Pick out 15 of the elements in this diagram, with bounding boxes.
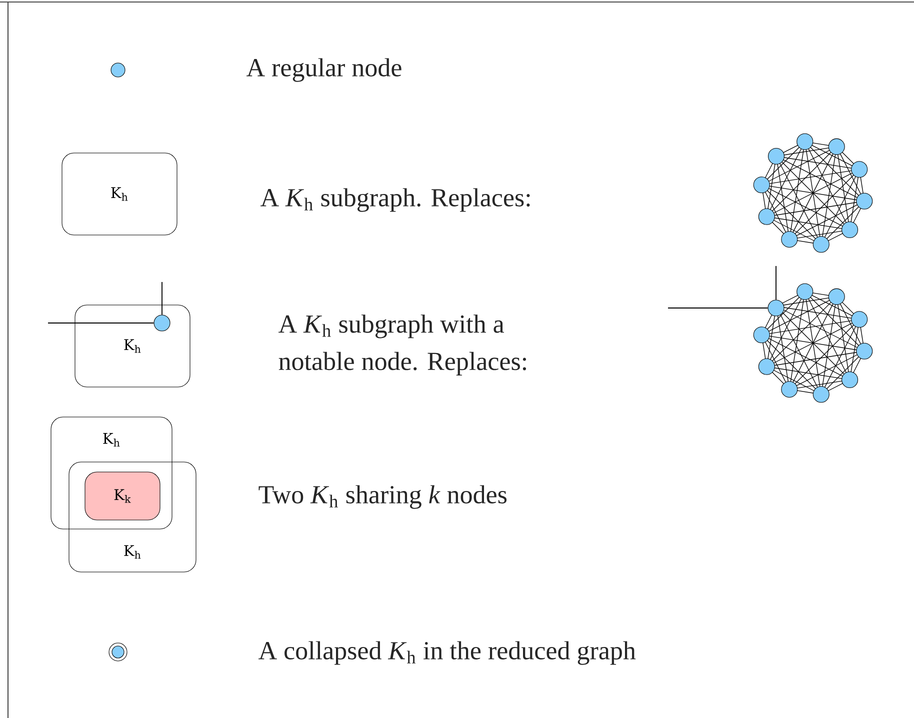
graph-node (154, 314, 170, 332)
description-text: A collapsed K$_{h}$ in the reduced graph (258, 641, 636, 665)
description-text: A K$_{h}$ subgraph. Replaces: (260, 188, 530, 212)
clique-drawing (753, 133, 873, 253)
clique-drawing (753, 283, 873, 403)
graph-node (768, 300, 784, 316)
highlighted-box: K$_{k}$ (84, 472, 160, 520)
description-text: A regular node (246, 58, 402, 82)
subgraph-box: K$_{h}$ (62, 152, 178, 236)
graph-node (110, 62, 126, 78)
description-text: A K$_{h}$ subgraph with a notable node. Replaces: (278, 314, 526, 376)
description-text: Two K$_{h}$ sharing k nodes (258, 485, 507, 509)
collapsed-node (108, 642, 128, 662)
connector-line (48, 322, 154, 324)
subgraph-box: K$_{h}$ (74, 304, 190, 388)
